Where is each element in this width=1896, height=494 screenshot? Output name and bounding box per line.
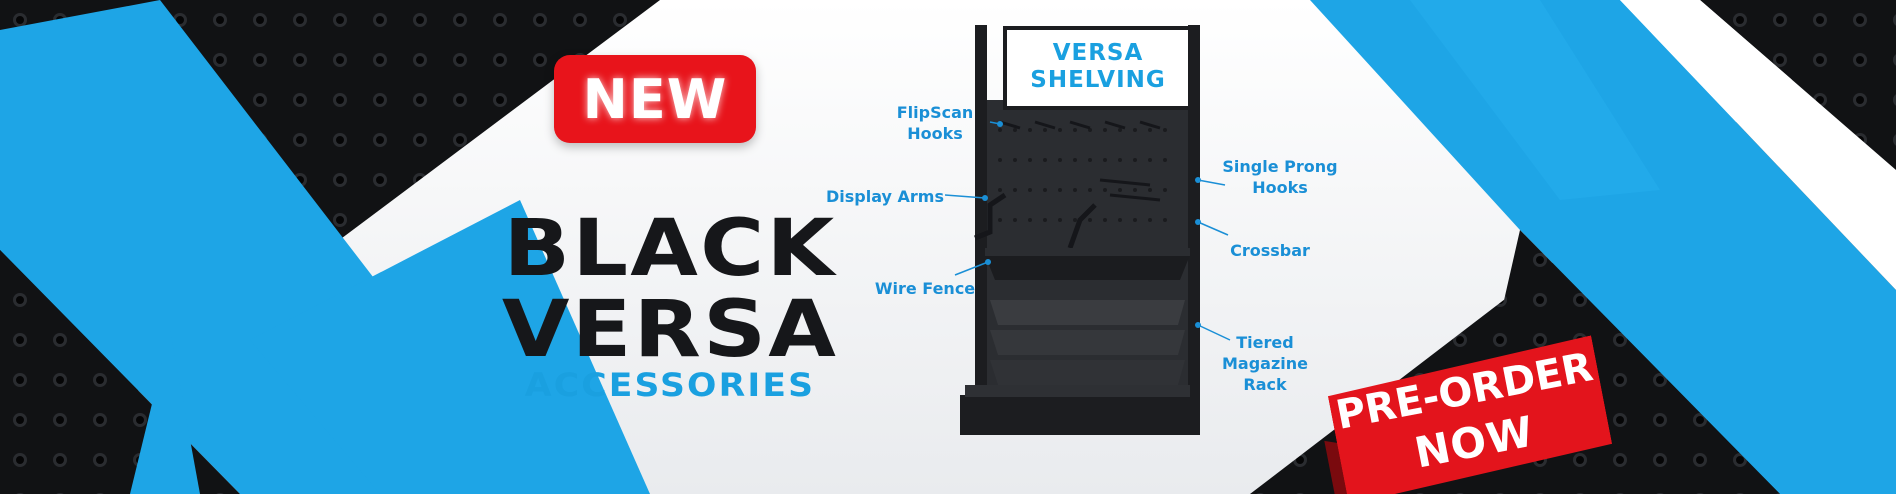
- headline-line-1: BLACK: [503, 204, 837, 294]
- callout-flipscan-line-1: FlipScan: [896, 103, 974, 122]
- sign-line-2: SHELVING: [1030, 67, 1166, 93]
- new-badge: NEW: [554, 55, 756, 143]
- callout-single-prong-hooks: Single Prong Hooks: [1215, 156, 1345, 198]
- callout-crossbar: Crossbar: [1220, 240, 1320, 261]
- right-white-gap: [1620, 0, 1896, 290]
- new-badge-label: NEW: [582, 67, 728, 131]
- callout-crossbar-line-1: Crossbar: [1230, 241, 1310, 260]
- callout-tiered-line-1: Tiered: [1236, 333, 1294, 352]
- headline-line-2: VERSA: [501, 285, 839, 375]
- callout-tiered-magazine-rack: Tiered Magazine Rack: [1215, 332, 1315, 395]
- callout-tiered-line-3: Rack: [1243, 375, 1287, 394]
- callout-flipscan-hooks: FlipScan Hooks: [880, 102, 990, 144]
- shelving-unit-illustration: [944, 25, 1231, 435]
- left-blue-triangle: [250, 200, 650, 494]
- sign-line-1: VERSA: [1052, 40, 1144, 66]
- callout-tiered-line-2: Magazine: [1221, 354, 1308, 373]
- callout-wire-fence: Wire Fence: [870, 278, 980, 299]
- callout-single-prong-line-1: Single Prong: [1222, 157, 1338, 176]
- right-blue-small: [1410, 0, 1660, 200]
- callout-flipscan-line-2: Hooks: [907, 124, 963, 143]
- callout-wire-fence-line-1: Wire Fence: [874, 279, 976, 298]
- left-bottom-blue: [130, 330, 200, 494]
- callout-single-prong-line-2: Hooks: [1252, 178, 1308, 197]
- callout-display-arms-line-1: Display Arms: [826, 187, 944, 206]
- callout-display-arms: Display Arms: [815, 186, 955, 207]
- headline-subtitle: ACCESSORIES: [524, 366, 816, 404]
- right-blue-band: [1310, 0, 1896, 494]
